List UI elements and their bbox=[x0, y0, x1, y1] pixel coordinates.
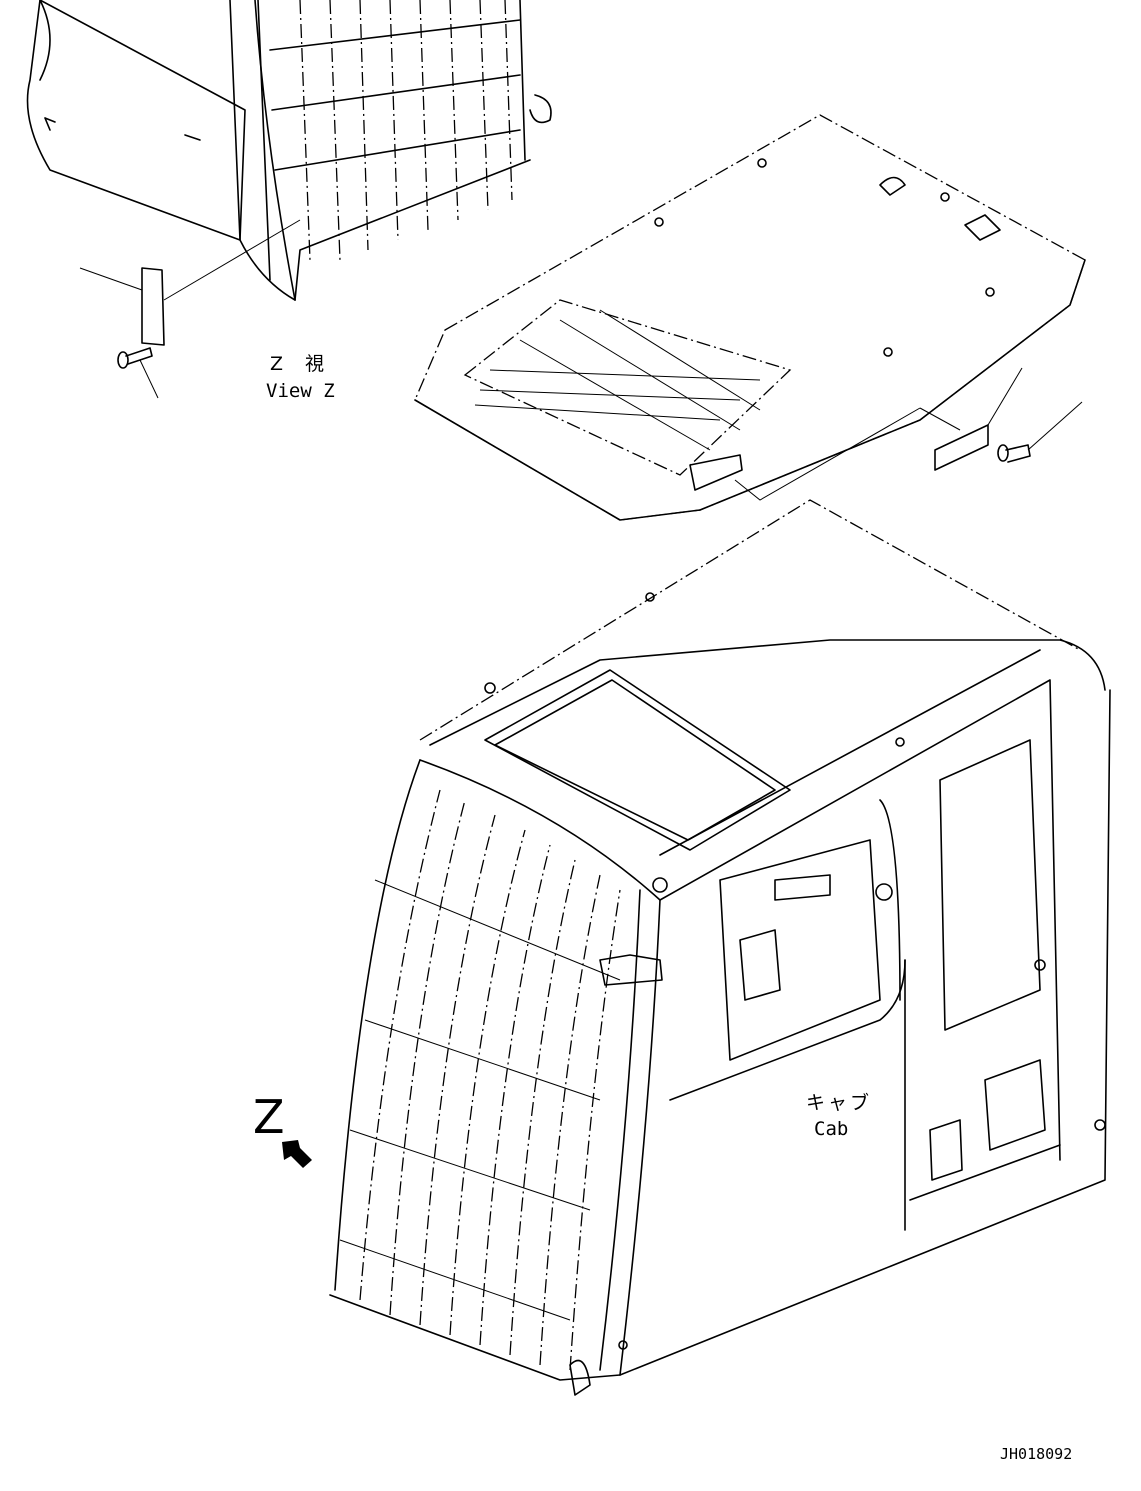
view-direction-arrow-icon bbox=[282, 1140, 312, 1168]
drawing-number: JH018092 bbox=[1000, 1445, 1073, 1463]
cab-assembly bbox=[282, 499, 1111, 1396]
roof-panel bbox=[414, 114, 1086, 521]
view-z-detail bbox=[26, 0, 552, 399]
view-z-marker: Z bbox=[253, 1090, 285, 1144]
view-z-label-en: View Z bbox=[266, 380, 335, 402]
view-z-label-jp: Z 視 bbox=[270, 353, 333, 375]
cab-label-jp: キャブ bbox=[806, 1092, 873, 1114]
cab-label-en: Cab bbox=[814, 1118, 849, 1140]
